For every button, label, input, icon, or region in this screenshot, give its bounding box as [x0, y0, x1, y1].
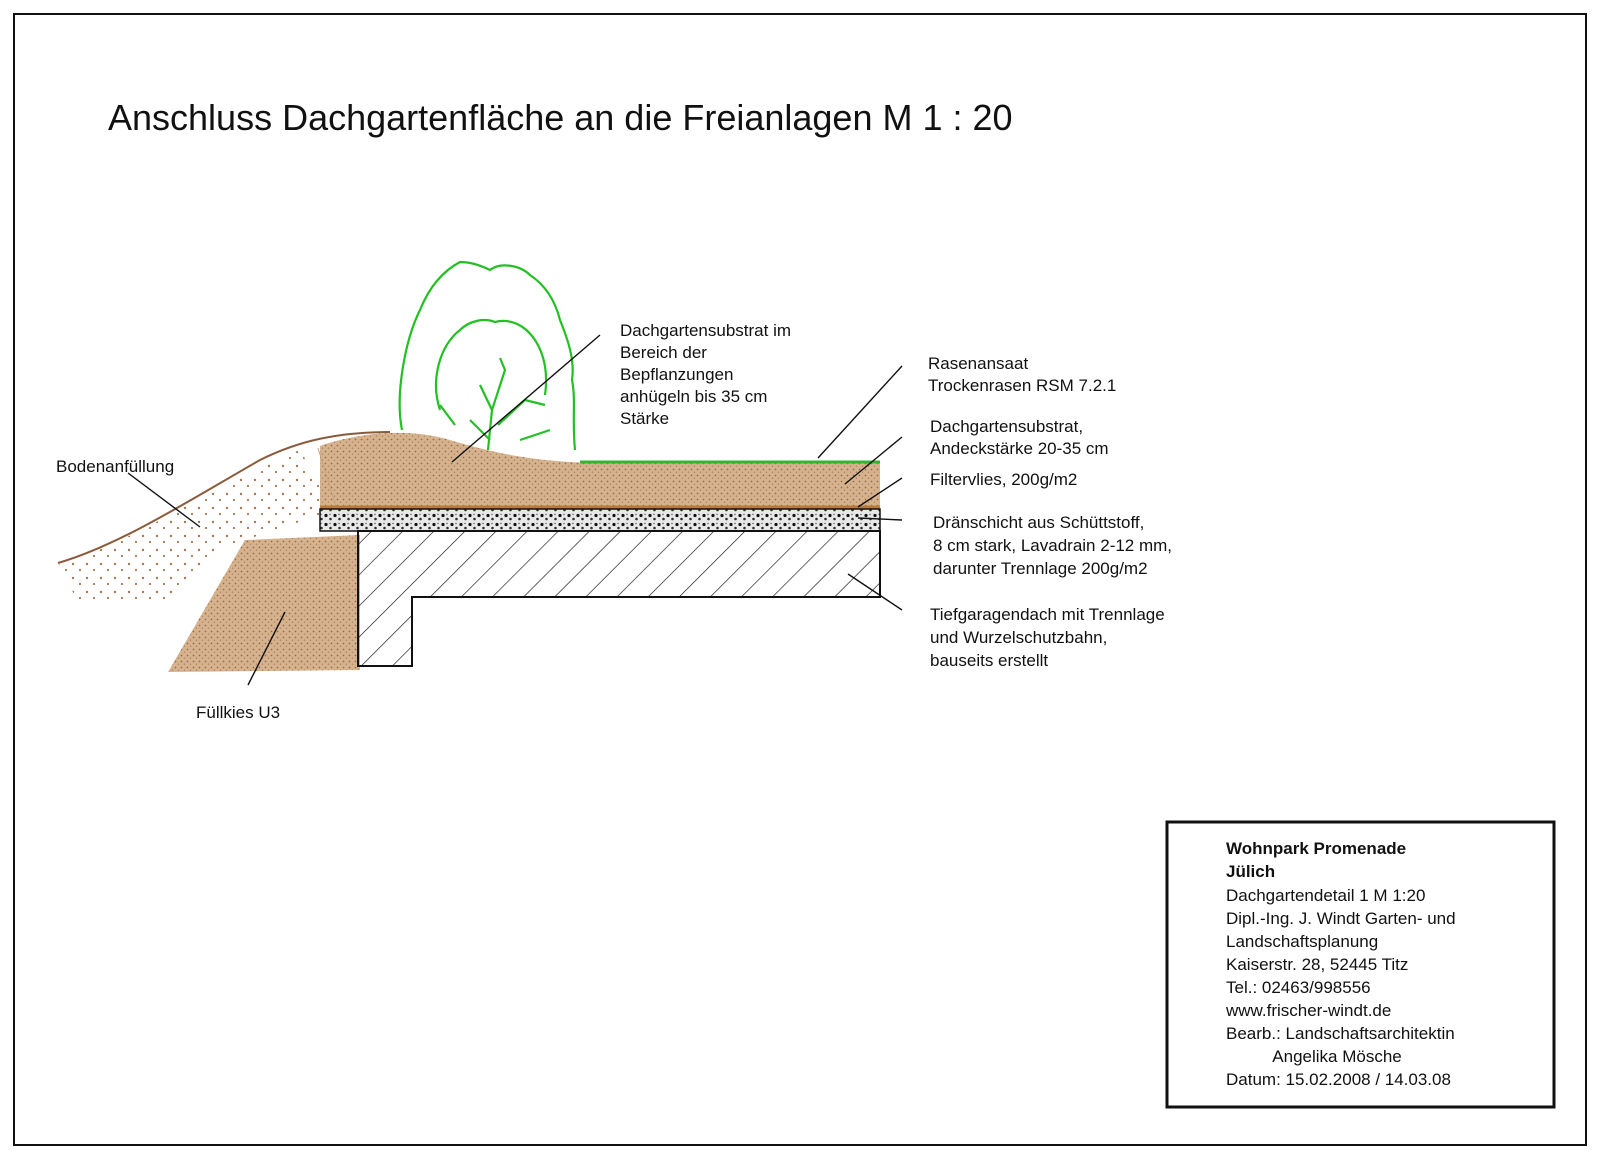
leader-rasen [817, 365, 903, 459]
backfill-surface-line [57, 431, 391, 564]
title-block-line: Dachgartendetail 1 M 1:20 [1226, 886, 1425, 905]
title-block-line: www.frischer-windt.de [1225, 1001, 1391, 1020]
label-tiefgarage-line: bauseits erstellt [930, 651, 1048, 670]
label-substrat: Dachgartensubstrat, Andeckstärke 20-35 c… [930, 417, 1109, 458]
label-fuellkies: Füllkies U3 [196, 703, 280, 722]
title-block-line: Landschaftsplanung [1226, 932, 1378, 951]
label-rasen: Rasenansaat Trockenrasen RSM 7.2.1 [928, 354, 1116, 395]
leader-tiefgarage [847, 573, 903, 611]
title-block-line: Tel.: 02463/998556 [1226, 978, 1371, 997]
leader-substrat-pflanzung [451, 334, 601, 463]
soil-backfill-area [58, 450, 335, 605]
leader-draenschicht [857, 517, 903, 521]
substrate-cut-edge [317, 447, 337, 507]
title-block-frame [1165, 820, 1556, 1109]
label-substrat-pflanzung-line: Bereich der [620, 343, 707, 362]
label-substrat-line: Dachgartensubstrat, [930, 417, 1083, 436]
title-block-line: Kaiserstr. 28, 52445 Titz [1226, 955, 1408, 974]
label-draenschicht: Dränschicht aus Schüttstoff, 8 cm stark,… [933, 513, 1172, 578]
label-bodenanfuellung: Bodenanfüllung [56, 457, 174, 476]
drawing-title: Anschluss Dachgartenfläche an die Freian… [108, 97, 1013, 138]
drawing-frame [13, 13, 1587, 1146]
leader-bodenanfuellung [127, 472, 201, 528]
label-tiefgarage: Tiefgaragendach mit Trennlage und Wurzel… [930, 605, 1165, 670]
title-block-line: Bearb.: Landschaftsarchitektin [1226, 1024, 1455, 1043]
label-substrat-pflanzung: Dachgartensubstrat im Bereich der Bepfla… [620, 321, 791, 428]
title-block-line: Datum: 15.02.2008 / 14.03.08 [1226, 1070, 1451, 1089]
leader-substrat [844, 436, 903, 485]
leader-filtervlies [857, 477, 903, 508]
leader-lines [127, 334, 903, 686]
label-draenschicht-line: Dränschicht aus Schüttstoff, [933, 513, 1144, 532]
label-substrat-pflanzung-line: Dachgartensubstrat im [620, 321, 791, 340]
label-rasen-line: Rasenansaat [928, 354, 1028, 373]
label-draenschicht-line: darunter Trennlage 200g/m2 [933, 559, 1148, 578]
title-block-line: Dipl.-Ing. J. Windt Garten- und [1226, 909, 1456, 928]
drainage-layer [319, 508, 881, 532]
shrub-icon [398, 260, 577, 451]
fill-gravel-area [168, 535, 360, 672]
label-substrat-pflanzung-line: Bepflanzungen [620, 365, 733, 384]
label-draenschicht-line: 8 cm stark, Lavadrain 2-12 mm, [933, 536, 1172, 555]
project-name: Wohnpark Promenade [1226, 839, 1406, 858]
garage-roof-slab [357, 530, 881, 667]
label-substrat-pflanzung-line: anhügeln bis 35 cm [620, 387, 767, 406]
title-block: Wohnpark Promenade Jülich Dachgartendeta… [1165, 820, 1556, 1109]
title-block-line: Angelika Mösche [1226, 1047, 1402, 1066]
label-filtervlies: Filtervlies, 200g/m2 [930, 470, 1077, 489]
label-tiefgarage-line: und Wurzelschutzbahn, [930, 628, 1107, 647]
label-substrat-pflanzung-line: Stärke [620, 409, 669, 428]
roof-substrate-layer [320, 432, 880, 506]
leader-fuellkies [247, 611, 286, 686]
label-rasen-line: Trockenrasen RSM 7.2.1 [928, 376, 1116, 395]
label-tiefgarage-line: Tiefgaragendach mit Trennlage [930, 605, 1165, 624]
label-substrat-line: Andeckstärke 20-35 cm [930, 439, 1109, 458]
project-city: Jülich [1226, 862, 1275, 881]
